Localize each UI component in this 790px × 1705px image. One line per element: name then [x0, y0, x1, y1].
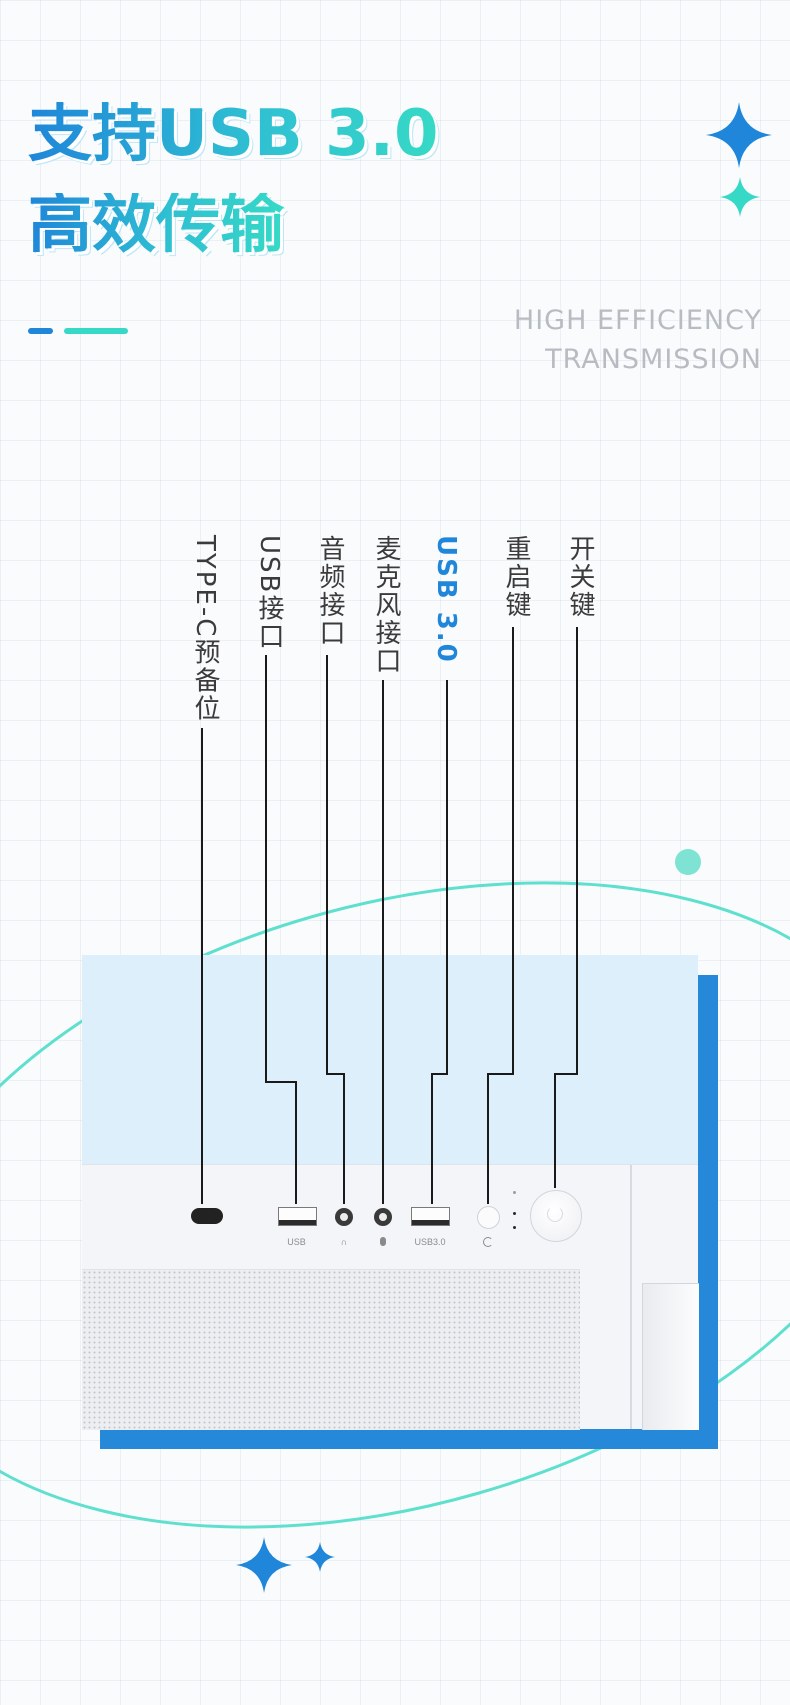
leader-restart: [487, 627, 514, 1204]
callout-restart: 重启键: [501, 535, 531, 619]
sparkle-icon: [706, 102, 772, 168]
page-title-line1: 支持USB 3.0: [28, 97, 439, 171]
status-led: [513, 1212, 516, 1215]
leader-usb: [265, 655, 297, 1204]
english-subtitle-line2: TRANSMISSION: [545, 344, 762, 375]
page-title-line2: 高效传输: [28, 188, 284, 262]
case-side-edge: [630, 1165, 632, 1429]
english-subtitle-line1: HIGH EFFICIENCY: [513, 305, 762, 336]
microphone-icon: [380, 1237, 386, 1246]
usb30-port-caption: USB3.0: [414, 1237, 446, 1247]
callout-usb30: USB 3.0: [431, 535, 461, 664]
sky-panel: [82, 955, 698, 1165]
usb-port-caption: USB: [287, 1237, 306, 1247]
audio-jack[interactable]: [335, 1208, 353, 1226]
callout-mic: 麦克风接口: [371, 535, 401, 675]
sparkle-icon: [305, 1542, 335, 1572]
leader-usb30: [431, 680, 448, 1204]
callout-usb: USB接口: [254, 535, 284, 651]
accent-dash-blue: [28, 328, 53, 334]
restart-button[interactable]: [477, 1206, 500, 1229]
status-led: [513, 1191, 516, 1194]
leader-audio: [326, 655, 345, 1204]
type-c-slot[interactable]: [191, 1208, 223, 1224]
status-led: [513, 1226, 516, 1229]
case-front-panel: [82, 1164, 699, 1430]
callout-audio: 音频接口: [315, 535, 345, 647]
mic-jack[interactable]: [374, 1208, 392, 1226]
sparkle-icon: [236, 1537, 292, 1593]
mesh-grille: [82, 1269, 580, 1430]
headphone-icon: ∩: [340, 1237, 348, 1247]
usb-port[interactable]: [278, 1207, 317, 1226]
restart-icon: [483, 1237, 493, 1247]
case-side-bracket: [642, 1283, 699, 1430]
callout-type-c: TYPE-C预备位: [190, 535, 220, 723]
sparkle-icon: [720, 177, 760, 217]
callout-power: 开关键: [565, 535, 595, 619]
leader-power: [554, 627, 578, 1188]
usb30-port[interactable]: [411, 1207, 450, 1226]
accent-dash-teal: [64, 328, 128, 334]
orbit-dot: [675, 849, 701, 875]
power-icon: [547, 1206, 563, 1222]
